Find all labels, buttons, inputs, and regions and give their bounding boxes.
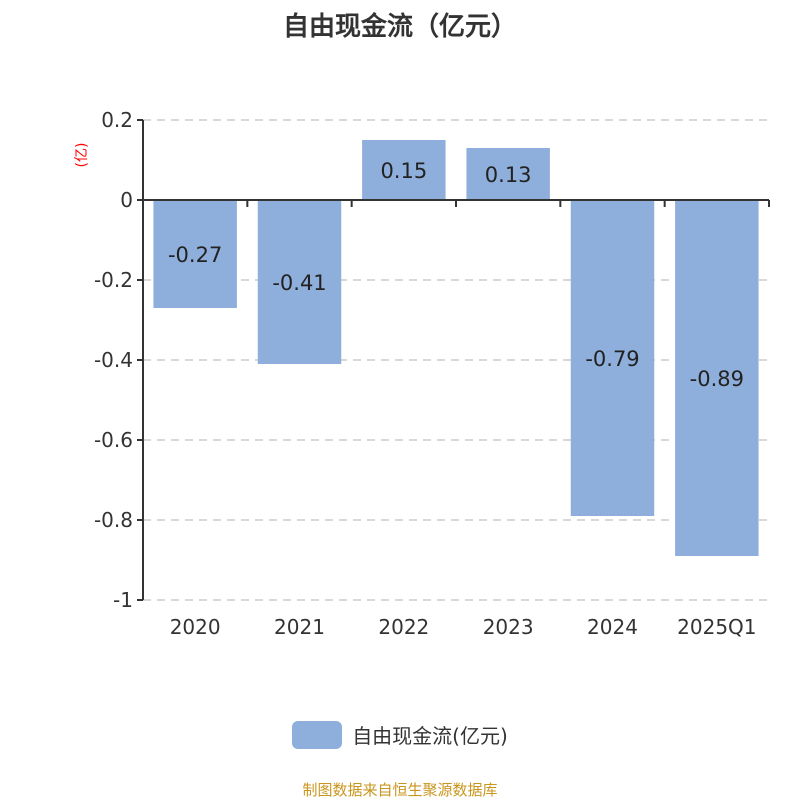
- y-tick-label: 0.2: [101, 108, 133, 132]
- x-tick-label: 2022: [378, 615, 429, 639]
- x-tick-label: 2021: [274, 615, 325, 639]
- y-axis-unit: (亿): [74, 143, 90, 168]
- data-label: 0.13: [485, 163, 532, 187]
- legend-label: 自由现金流(亿元): [352, 724, 508, 748]
- x-tick-label: 2024: [587, 615, 638, 639]
- bar: [257, 200, 342, 364]
- data-label: 0.15: [380, 159, 427, 183]
- bar: [153, 200, 237, 308]
- data-label: -0.89: [690, 367, 744, 391]
- bar: [570, 200, 655, 516]
- x-tick-label: 2023: [483, 615, 534, 639]
- chart-title: 自由现金流（亿元）: [282, 12, 517, 42]
- y-tick-label: -1: [113, 588, 133, 612]
- y-tick-label: -0.4: [94, 348, 133, 372]
- source-note: 制图数据来自恒生聚源数据库: [302, 781, 498, 799]
- bar: [466, 148, 550, 200]
- legend[interactable]: 自由现金流(亿元): [0, 720, 800, 749]
- y-tick-label: 0: [120, 188, 133, 212]
- bar: [675, 200, 759, 556]
- data-label: -0.41: [272, 271, 326, 295]
- y-tick-label: -0.8: [94, 508, 133, 532]
- y-tick-label: -0.6: [94, 428, 133, 452]
- bar: [362, 140, 446, 200]
- data-label: -0.27: [168, 243, 222, 267]
- x-tick-label: 2025Q1: [677, 615, 756, 639]
- y-tick-label: -0.2: [94, 268, 133, 292]
- legend-swatch: [292, 720, 343, 749]
- x-tick-label: 2020: [170, 615, 221, 639]
- data-label: -0.79: [585, 347, 639, 371]
